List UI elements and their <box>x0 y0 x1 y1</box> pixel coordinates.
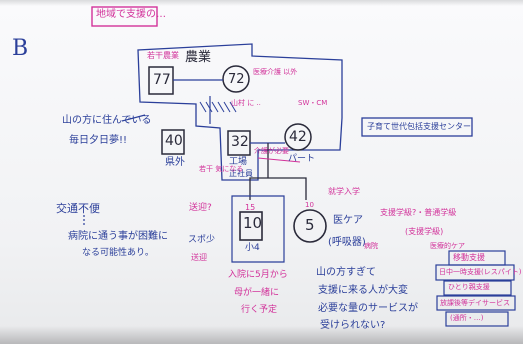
age-72: 72 <box>228 72 245 87</box>
left-note-1: 山の方に住んでいる <box>62 115 152 126</box>
sport-label: スポ少 <box>188 235 216 245</box>
circle-5 <box>293 209 327 243</box>
title-box-text: 地域で支援の… <box>96 9 166 20</box>
care-note-1: 介護が必要 <box>254 147 289 155</box>
grade-10: 小4 <box>245 243 260 253</box>
hospital-note: 病院 <box>364 242 378 250</box>
role-32: 正社員 <box>229 169 253 178</box>
right-box-3 <box>443 280 512 296</box>
nousan-sub-label: 若干農業 <box>147 51 179 60</box>
circle-42 <box>284 123 312 151</box>
family-center-text: 子育て世代包括支援センター <box>367 122 471 131</box>
age-15: 15 <box>245 203 256 212</box>
hospital-trip-1: 入院に5月から <box>228 270 288 280</box>
mountain-arrow <box>121 114 146 122</box>
conclusion-4: 受けられない? <box>320 321 385 331</box>
household-outline <box>137 43 343 181</box>
age-42: 42 <box>289 129 307 145</box>
school-support-sub: (支援学級) <box>405 227 444 236</box>
hospital-trip-3: 行く予定 <box>241 305 278 315</box>
section-letter: B <box>12 36 29 61</box>
right-box-2 <box>435 264 515 281</box>
age-5: 5 <box>305 216 315 234</box>
center-box <box>361 117 473 137</box>
box-40 <box>161 129 185 155</box>
pink-connector <box>257 157 301 163</box>
care-5: 医ケア <box>333 215 363 226</box>
note-sw: SW・CM <box>298 99 328 107</box>
age-10: 10 <box>243 214 263 232</box>
place-42: パート <box>288 154 316 164</box>
right-box-label-5: (通所・…) <box>450 314 484 322</box>
school-entry: 就学入学 <box>328 187 360 196</box>
transport-line-1: 病院に通う事が困難に <box>68 231 168 242</box>
note-mid-top: 山村 に .. <box>231 99 261 107</box>
place-32: 工場 <box>229 157 248 167</box>
transport-line-2: なる可能性あり。 <box>82 248 154 258</box>
age-77: 77 <box>153 72 171 88</box>
hatched-band <box>199 101 237 113</box>
board-top-edge <box>0 0 523 6</box>
hospital-trip-2: 母が一緒に <box>234 288 280 298</box>
nousan-label: 農業 <box>185 50 212 65</box>
circle-72 <box>222 65 250 93</box>
transport-title: 交通不便 <box>56 202 100 215</box>
conclusion-2: 支援に来る人が大変 <box>318 285 408 296</box>
age-40: 40 <box>165 133 183 149</box>
conclusion-1: 山の方すぎて <box>316 267 376 278</box>
conclusion-3: 必要な量のサービスが <box>318 303 418 314</box>
board-bottom-edge <box>0 326 523 344</box>
children-connector <box>249 143 307 200</box>
right-box-label-1: 移動支援 <box>453 253 485 262</box>
sport-detail: 送迎 <box>191 253 207 262</box>
right-box-label-4: 放課後等デイサービス <box>440 299 510 307</box>
device-5: (呼吸器) <box>328 237 366 248</box>
place-40: 県外 <box>165 157 185 168</box>
title-box <box>91 6 158 27</box>
left-note-2: 毎日夕日夢!! <box>69 135 128 146</box>
age-top-5: 10 <box>305 201 314 209</box>
right-box-label-3: ひとり親支援 <box>448 283 490 291</box>
school-support-2: 医療的ケア <box>430 242 465 250</box>
school-support: 支援学級?・普通学級 <box>380 208 457 217</box>
pickup-label: 送迎? <box>189 203 212 213</box>
right-box-4 <box>436 295 516 311</box>
box-10 <box>239 211 263 241</box>
note-72: 医療介護 以外 <box>253 68 298 76</box>
age-32: 32 <box>231 134 249 150</box>
children-outline <box>231 195 285 263</box>
care-note-2: 若干 気になる <box>199 165 244 173</box>
right-box-label-2: 日中一時支援(レスパイト) <box>439 268 522 276</box>
